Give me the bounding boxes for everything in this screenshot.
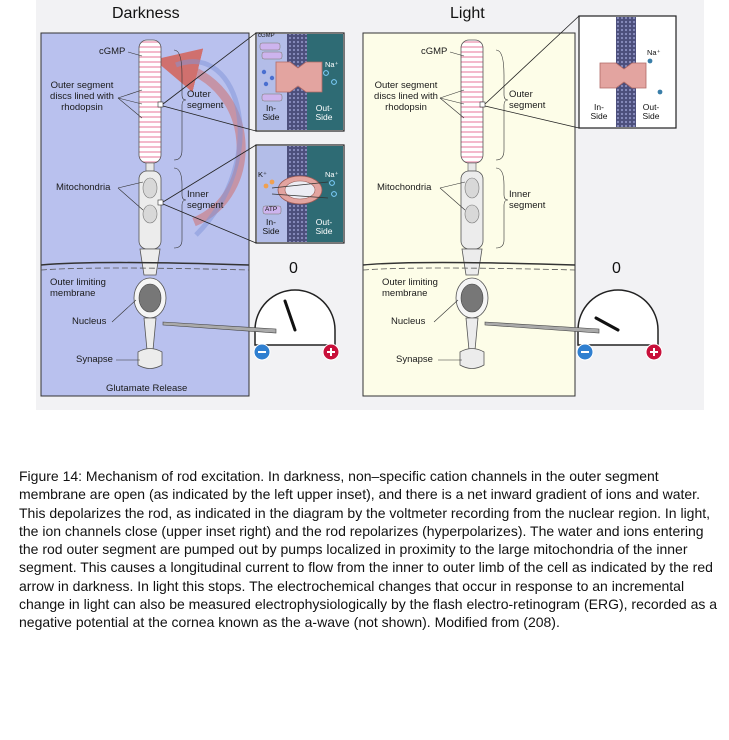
inside-label-light: In-Side (590, 102, 608, 121)
inside-label-dark-outer: In-Side (262, 103, 280, 122)
inner-segment-label-dark: Inner segment (187, 189, 224, 211)
nucleus-label-light: Nucleus (391, 316, 426, 327)
na-inset-label-light: Na⁺ (647, 48, 661, 57)
olm-label-dark: Outer limiting membrane (50, 277, 106, 299)
voltmeter-light (484, 289, 663, 361)
meter-zero-light: 0 (612, 260, 621, 277)
outer-segment-label-dark: Outer segment (187, 89, 224, 111)
na-inset-label-dark-inner: Na⁺ (325, 170, 339, 179)
outside-label-dark-outer: Out-Side (315, 103, 333, 122)
nucleus-label-dark: Nucleus (72, 316, 107, 327)
return-current-arrow (175, 59, 243, 237)
cgmp-label-light: cGMP (421, 46, 448, 57)
inside-label-dark-inner: In-Side (262, 217, 280, 236)
olm-label-light: Outer limiting membrane (382, 277, 438, 299)
synapse-label-light: Synapse (396, 354, 433, 365)
rod-cell-light (362, 39, 576, 369)
glutamate-label: Glutamate Release (106, 383, 188, 394)
darkness-title: Darkness (112, 5, 180, 22)
inner-segment-label-light: Inner segment (509, 189, 546, 211)
rod-cell-dark (40, 39, 250, 369)
voltmeter-dark (162, 289, 340, 361)
discs-label-light: Outer segment discs lined with rhodopsin (374, 80, 438, 113)
synapse-label-dark: Synapse (76, 354, 113, 365)
k-inset-label: K⁺ (258, 170, 267, 179)
na-inset-label-dark-outer: Na⁺ (325, 60, 339, 69)
cgmp-inset-label: cGMP (258, 33, 275, 39)
diagram-canvas (40, 15, 677, 397)
mitochondria-label-light: Mitochondria (377, 182, 432, 193)
atp-inset-label: ATP (265, 206, 278, 213)
inset-dark-inner (255, 144, 345, 244)
figure: Darkness Light cGMP Outer segment discs … (36, 0, 704, 410)
outer-segment-label-light: Outer segment (509, 89, 546, 111)
figure-caption: Figure 14: Mechanism of rod excitation. … (19, 468, 718, 631)
cgmp-label-dark: cGMP (99, 46, 126, 57)
light-title: Light (450, 5, 485, 22)
mitochondria-label-dark: Mitochondria (56, 182, 111, 193)
outside-label-dark-inner: Out-Side (315, 217, 333, 236)
inset-dark-outer (255, 32, 345, 132)
discs-label-dark: Outer segment discs lined with rhodopsin (50, 80, 114, 113)
inset-light-outer (578, 15, 677, 129)
outside-label-light: Out-Side (642, 102, 660, 121)
meter-zero-dark: 0 (289, 260, 298, 277)
